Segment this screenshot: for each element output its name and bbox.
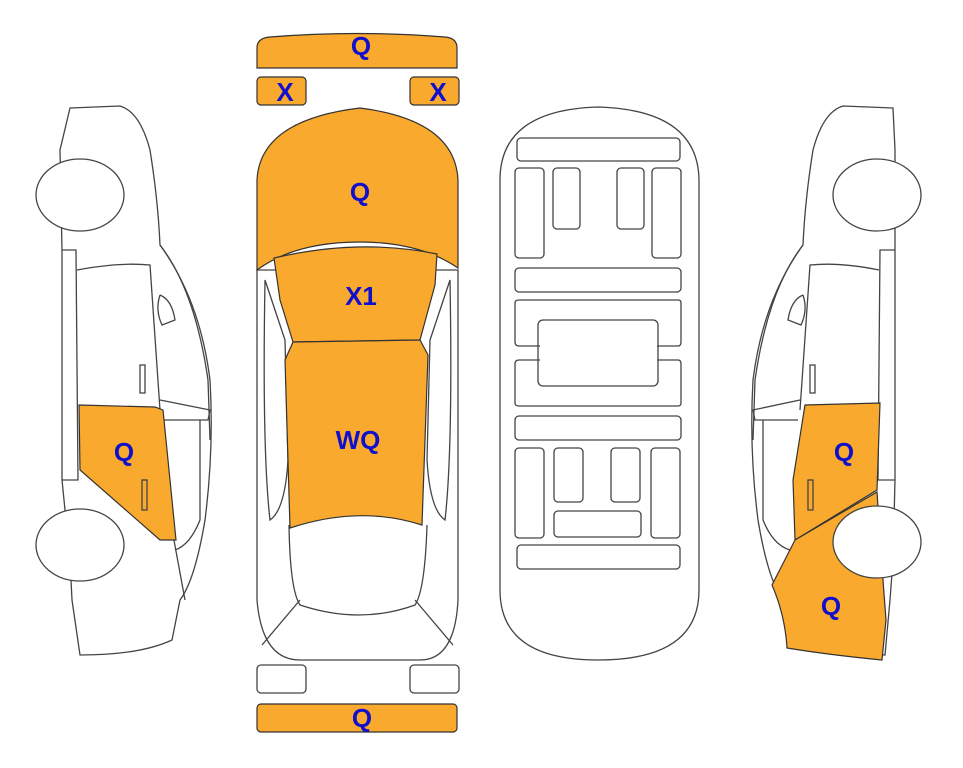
left-taillight	[256, 664, 307, 694]
windshield-damage	[273, 246, 438, 343]
damage-code-label: X	[429, 77, 447, 107]
underside-body	[499, 106, 700, 661]
hood-damage	[256, 107, 459, 272]
right-headlight-damage	[409, 76, 460, 106]
wheel	[832, 158, 922, 232]
damage-code-label: Q	[351, 31, 371, 61]
left-rear-door-damage	[78, 404, 177, 541]
damage-code-label: Q	[350, 177, 370, 207]
damage-code-label: X	[276, 77, 294, 107]
wheel	[35, 158, 125, 232]
damage-code-label: WQ	[336, 425, 381, 455]
left-headlight-damage	[256, 76, 307, 106]
wheel	[35, 508, 125, 582]
right-side-view: Q Q	[751, 105, 922, 661]
wheel	[832, 505, 922, 579]
damage-code-label: X1	[345, 281, 377, 311]
front-bumper-damage	[256, 32, 458, 69]
damage-code-label: Q	[834, 437, 854, 467]
right-rear-door-damage	[792, 402, 881, 542]
right-taillight	[409, 664, 460, 694]
damage-code-label: Q	[821, 591, 841, 621]
damage-code-label: Q	[352, 703, 372, 733]
rear-bumper-damage	[256, 703, 458, 733]
left-side-view: Q	[35, 105, 212, 656]
damage-code-label: Q	[114, 437, 134, 467]
underside-view	[499, 106, 700, 661]
roof-damage	[284, 339, 429, 529]
top-view: Q X X Q X1 WQ Q	[256, 31, 460, 733]
